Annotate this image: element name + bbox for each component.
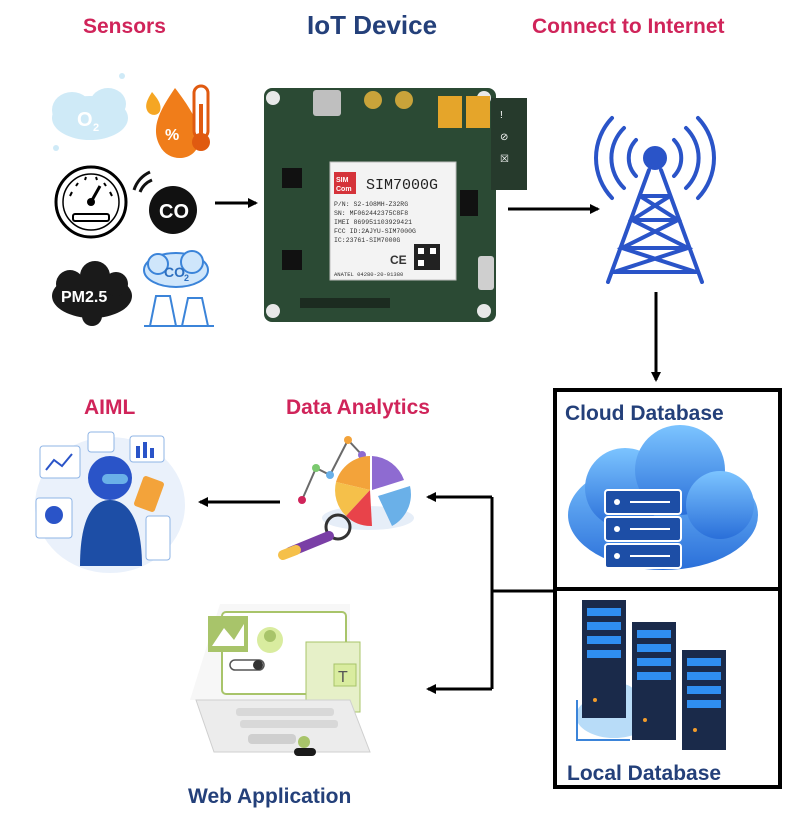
pm25-sensor-icon: PM2.5 [52,261,132,326]
cloud-database-icon [568,425,758,570]
co2-factory-icon: CO 2 [143,250,214,327]
pressure-gauge-icon [54,165,128,239]
board-line: IMEI 869951103929421 [334,219,412,226]
db-branch-connector [490,497,553,689]
board-line: FCC ID:2AJYU-SIM7000G [334,228,416,235]
iot-device-title: IoT Device [307,10,438,40]
co-sensor-icon: CO [132,170,197,234]
svg-text:!: ! [500,110,503,121]
pm25-text: PM2.5 [61,289,107,306]
o2-sensor-icon: O 2 [52,73,128,151]
co2-subscript: 2 [184,273,189,283]
o2-subscript: 2 [93,122,99,134]
co-text: CO [159,201,189,223]
local-database-servers-icon [576,600,726,750]
co2-text: CO [164,264,185,280]
sensors-title: Sensors [83,15,166,38]
t-glyph: T [338,669,348,686]
board-brand-top: SIM [336,177,349,184]
svg-text:☒: ☒ [500,154,509,165]
board-line: IC:23761-SIM7000G [334,237,400,244]
board-line: SN: MF062442375C8F8 [334,210,408,217]
sim7000g-board: ! ⊘ ☒ SIM Com SIM7000G P/N: S2-108MH-Z32… [264,88,527,322]
aiml-robot-icon [35,431,185,573]
board-brand-bottom: Com [336,186,352,193]
board-model: SIM7000G [366,177,438,194]
percent-text: % [165,127,179,144]
humidity-temperature-icon: % [146,84,210,158]
board-line: P/N: S2-108MH-Z32RG [334,201,408,208]
cloud-database-title: Cloud Database [565,402,724,425]
anatel-text: ANATEL 04280-20-01380 [334,271,403,278]
analytics-title: Data Analytics [286,396,430,419]
aiml-title: AIML [84,396,136,419]
web-application-icon: T [190,604,371,756]
panel-divider [553,587,782,591]
connect-title: Connect to Internet [532,15,725,38]
svg-text:⊘: ⊘ [500,132,508,143]
cell-tower-icon [594,116,716,284]
ce-mark: CE [390,253,407,267]
web-app-title: Web Application [188,785,352,808]
local-database-title: Local Database [567,762,722,785]
data-analytics-icon [278,436,414,560]
o2-text: O [77,109,93,131]
